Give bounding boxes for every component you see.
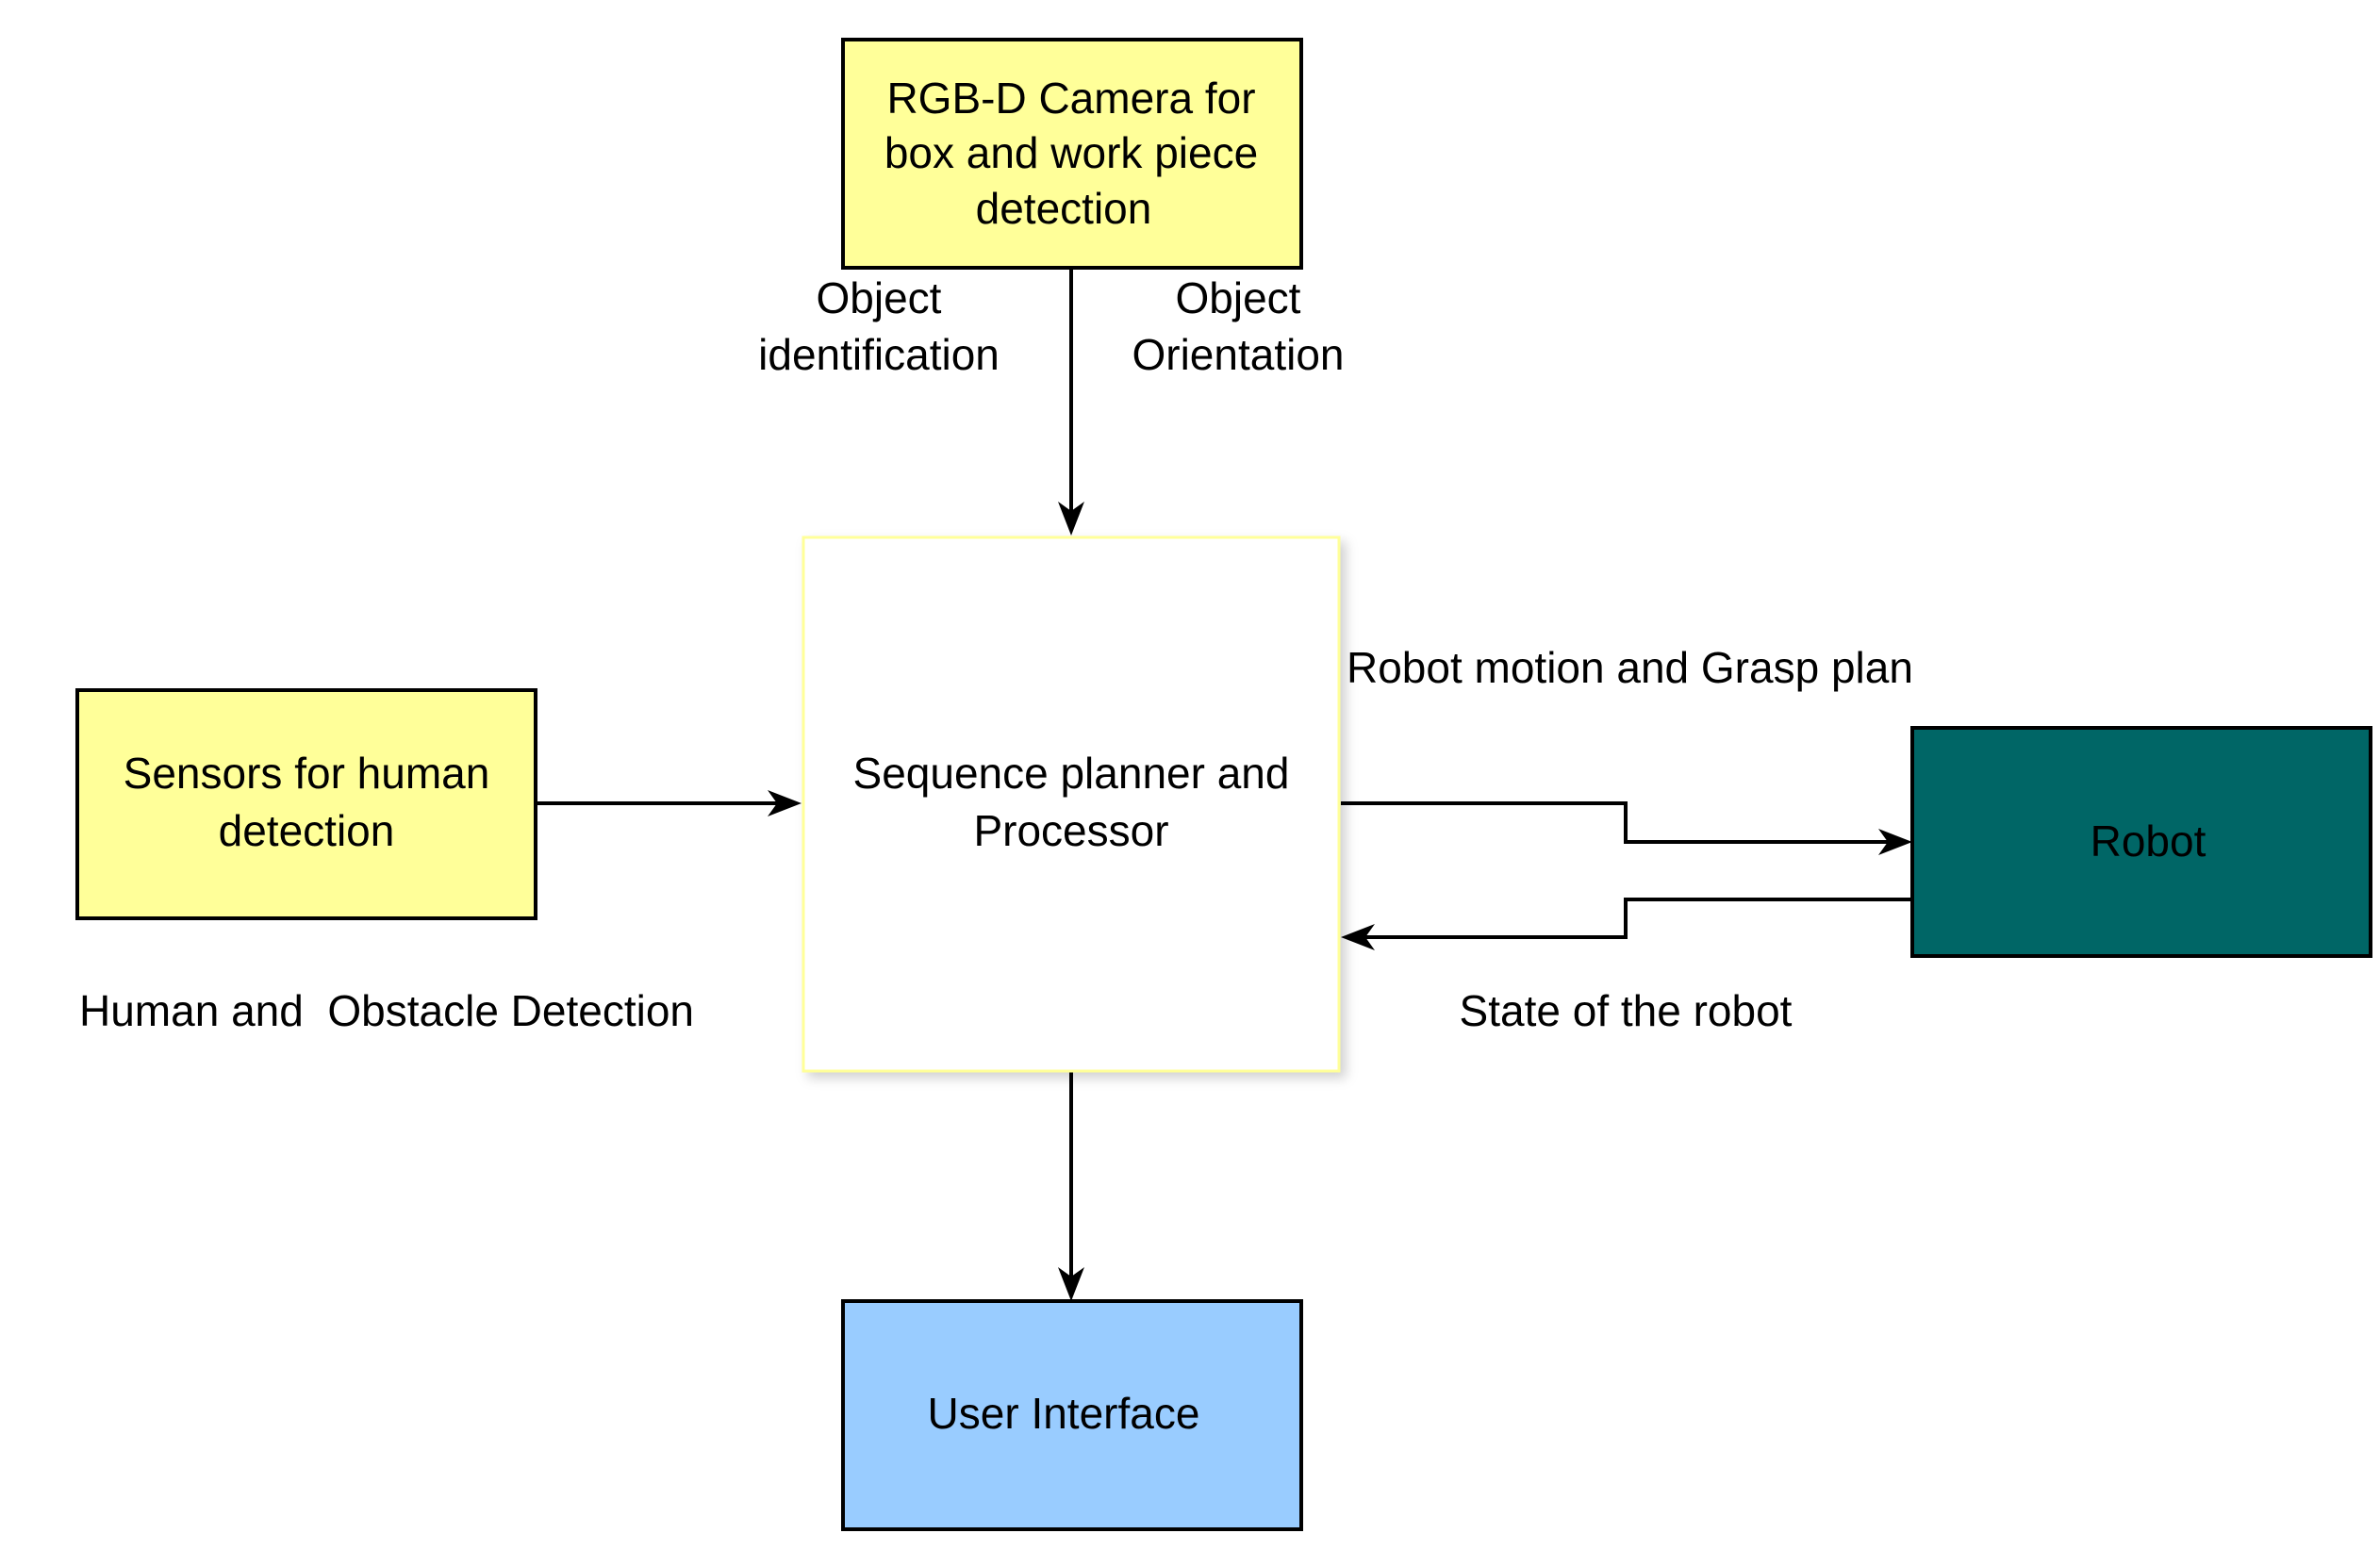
label-object-identification-line-2: identification: [758, 330, 1000, 379]
ui-label: User Interface: [928, 1389, 1200, 1438]
camera-label-line-2: box and work piece: [884, 128, 1258, 177]
sensors-label-line-2: detection: [219, 806, 395, 855]
camera-node[interactable]: RGB-D Camera for box and work piece dete…: [841, 38, 1303, 270]
processor-node[interactable]: Sequence planner and Processor: [802, 536, 1341, 1073]
connectors: [537, 268, 1912, 1301]
robot-node[interactable]: Robot: [1910, 726, 2372, 958]
sensors-node[interactable]: Sensors for human detection: [75, 688, 537, 920]
arrowhead-processor-to-ui: [1058, 1267, 1084, 1301]
camera-label-line-3: detection: [976, 184, 1152, 233]
processor-label-line-1: Sequence planner and: [853, 749, 1290, 798]
label-robot-state: State of the robot: [1460, 986, 1793, 1035]
arrow-processor-to-robot: [1341, 801, 1903, 844]
sensors-label-line-1: Sensors for human: [124, 749, 490, 798]
label-object-orientation-line-2: Orientation: [1132, 330, 1344, 379]
label-motion-plan: Robot motion and Grasp plan: [1347, 643, 1913, 692]
arrowhead-camera-to-processor: [1058, 502, 1084, 536]
processor-box: [802, 536, 1341, 1073]
processor-label-line-2: Processor: [973, 806, 1168, 855]
arrowhead-robot-to-processor: [1341, 924, 1375, 950]
robot-box: [1910, 726, 2372, 958]
arrow-robot-to-processor: [1350, 898, 1912, 939]
label-object-identification-line-1: Object: [817, 273, 942, 322]
arrowhead-sensors-to-processor: [768, 790, 802, 816]
robot-label: Robot: [2091, 816, 2206, 866]
ui-box: [841, 1299, 1303, 1531]
sensors-box: [75, 688, 537, 920]
ui-node[interactable]: User Interface: [841, 1299, 1303, 1531]
camera-box: [841, 38, 1303, 270]
camera-label-line-1: RGB-D Camera for: [886, 74, 1255, 123]
label-human-obstacle: Human and Obstacle Detection: [79, 986, 694, 1035]
edge-labels: Object identification Object Orientation…: [79, 273, 1913, 1035]
arrowhead-processor-to-robot: [1878, 829, 1912, 855]
label-object-orientation-line-1: Object: [1176, 273, 1301, 322]
